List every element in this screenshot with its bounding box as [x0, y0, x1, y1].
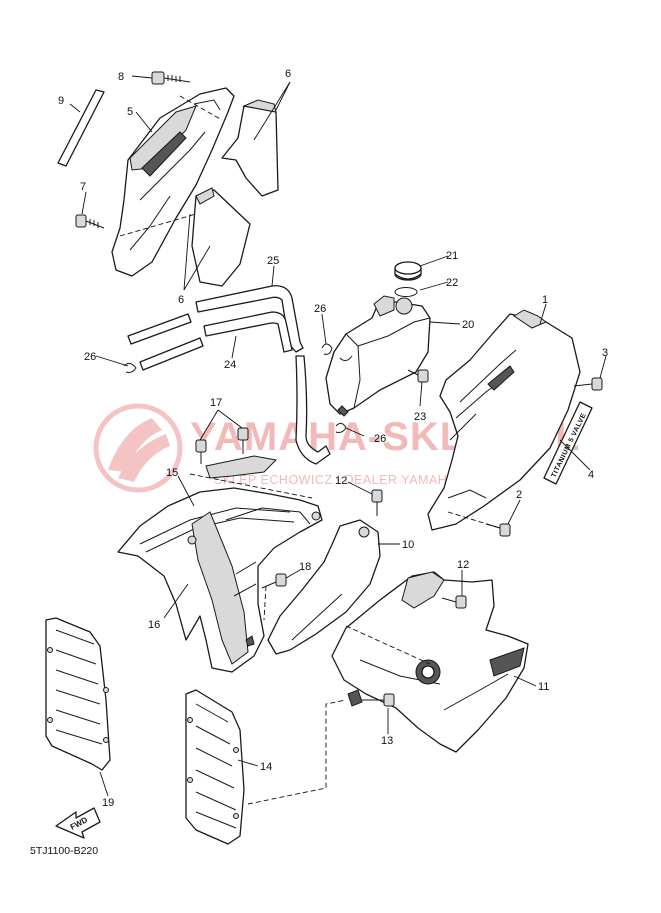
part-1-side-panel [427, 309, 581, 531]
bolt-23 [407, 369, 429, 383]
callout-12-b: 12 [457, 559, 469, 571]
diagram-code: 5TJ1100-B220 [30, 845, 98, 857]
bolt-17-b [237, 427, 249, 454]
callout-9: 9 [58, 95, 64, 107]
callout-14: 14 [260, 761, 272, 773]
watermark-logo-ring [93, 403, 183, 493]
fwd-arrow-icon: FWD [55, 807, 101, 839]
part-10-right-shroud [267, 519, 381, 655]
callout-4: 4 [588, 469, 594, 481]
bolt-12-b [441, 595, 467, 609]
bolt-13 [347, 689, 395, 707]
callout-23: 23 [414, 411, 426, 423]
callout-5: 5 [127, 106, 133, 118]
callout-11: 11 [538, 681, 549, 693]
callout-6-upper: 6 [285, 68, 291, 80]
part-24-25-fuel-hose [127, 285, 331, 465]
leader-lines [69, 75, 607, 805]
part-14-right-louver [185, 689, 245, 845]
bolt-7 [75, 214, 105, 229]
callout-15: 15 [166, 467, 178, 479]
bolt-2 [485, 523, 511, 537]
callout-12-a: 12 [335, 475, 347, 487]
part-6-lower-cover [191, 187, 251, 287]
callout-1: 1 [542, 294, 548, 306]
bolt-17-a [195, 439, 207, 464]
callout-2: 2 [516, 489, 522, 501]
callout-26-c: 26 [374, 433, 386, 445]
callout-22: 22 [446, 277, 458, 289]
callout-13: 13 [381, 735, 393, 747]
callout-8: 8 [118, 71, 124, 83]
clip-26-b [321, 343, 333, 355]
bolt-3 [573, 377, 603, 391]
callout-18: 18 [299, 561, 311, 573]
callout-26-b: 26 [314, 303, 326, 315]
bolt-8 [151, 71, 191, 85]
clip-26-a [123, 362, 137, 373]
callouts: 1 2 3 4 5 6 6 7 8 9 10 11 12 12 13 14 15… [58, 68, 608, 809]
callout-3: 3 [602, 347, 608, 359]
part-9-strip [57, 89, 105, 167]
part-6-upper-cover [221, 99, 279, 197]
callout-6-lower: 6 [178, 294, 184, 306]
callout-20: 20 [462, 319, 474, 331]
callout-7: 7 [80, 181, 86, 193]
callout-26-a: 26 [84, 351, 96, 363]
part-21-fuel-cap [394, 261, 422, 281]
watermark-logo-mark [108, 418, 162, 472]
callout-16: 16 [148, 619, 160, 631]
watermark-logo-mark-2 [118, 434, 170, 482]
bolt-18 [261, 573, 287, 589]
watermark-subtitle-text: SKLEP ECHOWICZ I DEALER YAMAHA [214, 473, 456, 487]
callout-21: 21 [446, 250, 458, 262]
part-22-cap-gasket [394, 287, 418, 297]
callout-19: 19 [102, 797, 114, 809]
part-19-left-louver [45, 617, 111, 771]
callout-24: 24 [224, 359, 236, 371]
bolt-12-a [371, 489, 383, 516]
callout-25: 25 [267, 255, 279, 267]
callout-10: 10 [402, 539, 414, 551]
part-5-side-cover [111, 87, 235, 277]
part-15-16-radiator-shroud [117, 455, 323, 673]
part-20-fuel-tank [325, 295, 431, 417]
part-11-shroud-emblem [331, 571, 529, 753]
callout-17: 17 [210, 397, 222, 409]
